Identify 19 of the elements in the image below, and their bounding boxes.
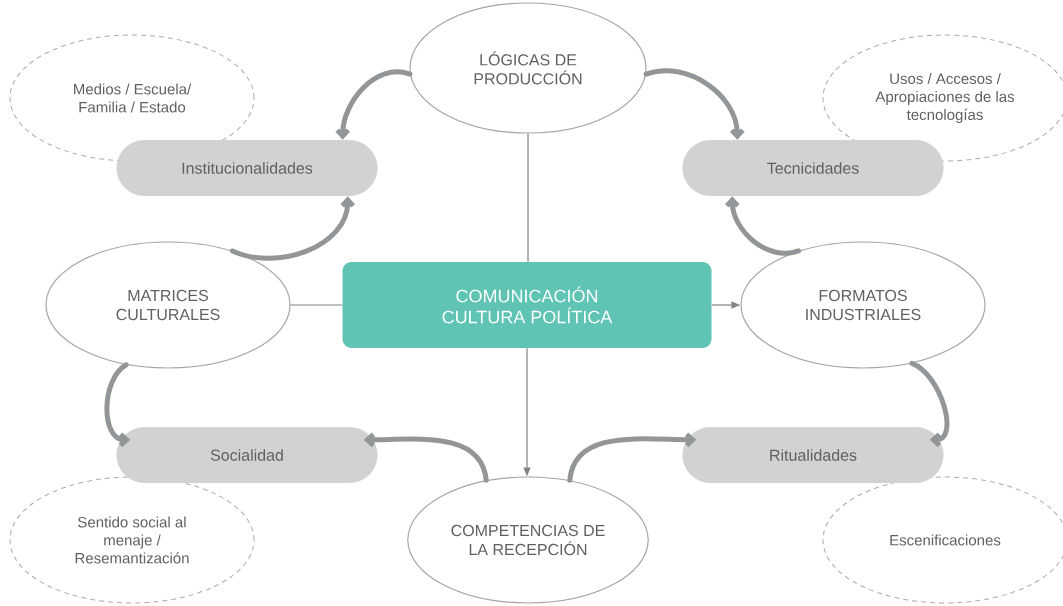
ellipse-node: LÓGICAS DE PRODUCCIÓN <box>409 2 647 134</box>
connector-line <box>290 304 343 306</box>
curved-arrow <box>335 69 413 140</box>
curved-arrow <box>909 360 950 448</box>
curved-arrow <box>229 196 356 261</box>
pill-box: Institucionalidades <box>116 140 378 196</box>
curved-arrow <box>567 432 697 483</box>
connector-line <box>527 133 529 263</box>
pill-box: Socialidad <box>116 427 378 483</box>
ellipse-node: FORMATOS INDUSTRIALES <box>740 241 986 369</box>
pill-box: Ritualidades <box>682 427 944 483</box>
pill-box: Tecnicidades <box>682 140 944 196</box>
curved-arrow <box>724 196 802 256</box>
ellipse-node: MATRICES CULTURALES <box>45 241 291 369</box>
curved-arrow <box>363 432 489 483</box>
ellipse-node: COMPETENCIAS DE LA RECEPCIÓN <box>407 476 649 604</box>
central-box: COMUNICACIÓN CULTURA POLÍTICA <box>342 262 712 348</box>
curved-arrow <box>643 68 745 140</box>
curved-arrow <box>104 362 131 448</box>
